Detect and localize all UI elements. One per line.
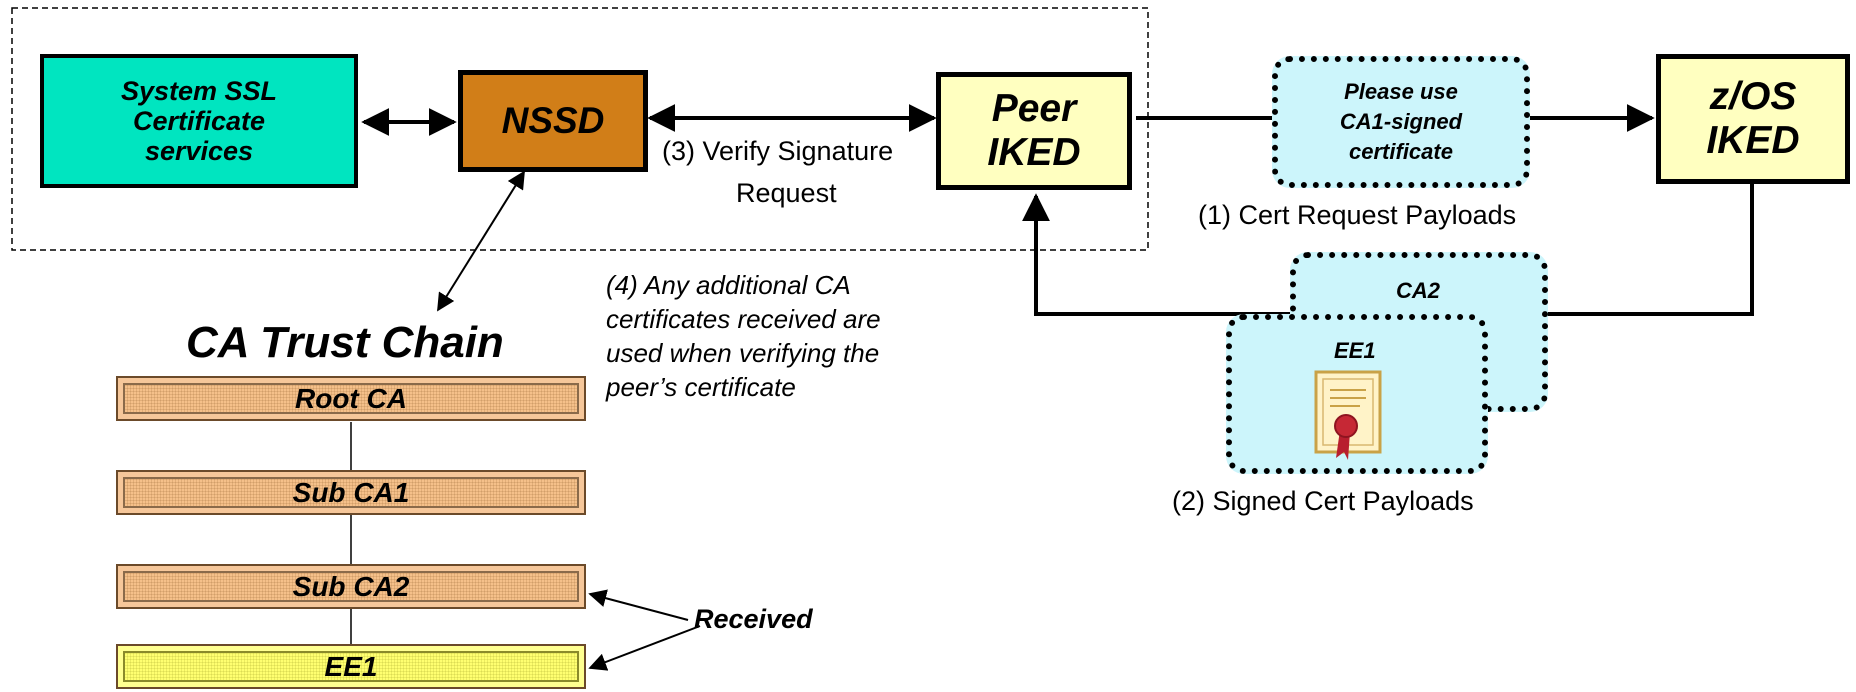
chain-sub-ca2: Sub CA2 bbox=[116, 564, 586, 609]
additional-ca-note: (4) Any additional CA certificates recei… bbox=[606, 270, 881, 402]
received-label: Received bbox=[694, 604, 813, 634]
verify-signature-label: (3) Verify Signature bbox=[662, 136, 894, 166]
nssd-label: NSSD bbox=[501, 100, 605, 141]
ee1-cert-card: EE1 bbox=[1226, 314, 1488, 474]
received-arrow-subca2 bbox=[588, 589, 689, 621]
cert-request-bubble: Please use CA1-signed certificate bbox=[1272, 56, 1530, 188]
cert-request-text: Please use CA1-signed certificate bbox=[1339, 79, 1463, 164]
chain-sub-ca2-label: Sub CA2 bbox=[292, 570, 410, 602]
cert-request-payloads-label: (1) Cert Request Payloads bbox=[1198, 200, 1517, 230]
certificate-icon bbox=[1314, 370, 1382, 460]
peer-iked-node: Peer IKED bbox=[936, 72, 1132, 190]
chain-ee1-label: EE1 bbox=[324, 650, 378, 682]
zos-iked-label: z/OS IKED bbox=[1706, 75, 1800, 162]
ca2-card-title: CA2 bbox=[1396, 278, 1441, 303]
system-ssl-label: System SSL Certificate services bbox=[120, 76, 278, 166]
chain-sub-ca1: Sub CA1 bbox=[116, 470, 586, 515]
chain-sub-ca1-label: Sub CA1 bbox=[292, 476, 410, 508]
system-ssl-node: System SSL Certificate services bbox=[40, 54, 358, 188]
chain-root-ca: Root CA bbox=[116, 376, 586, 421]
signed-cert-path bbox=[1540, 180, 1754, 316]
request-label: Request bbox=[736, 178, 837, 208]
peer-iked-label: Peer IKED bbox=[987, 87, 1081, 174]
nssd-node: NSSD bbox=[458, 70, 648, 172]
ee1-card-title: EE1 bbox=[1334, 338, 1376, 363]
signed-cert-payloads-label: (2) Signed Cert Payloads bbox=[1172, 486, 1474, 516]
received-arrow-ee1 bbox=[588, 625, 701, 671]
chain-ee1: EE1 bbox=[116, 644, 586, 689]
system-boundary bbox=[11, 7, 1149, 251]
zos-iked-node: z/OS IKED bbox=[1656, 54, 1850, 184]
nssd-chain-arrow bbox=[437, 170, 525, 312]
chain-root-ca-label: Root CA bbox=[295, 382, 407, 414]
trust-chain-title: CA Trust Chain bbox=[186, 318, 504, 367]
signed-cert-arrow bbox=[1022, 193, 1290, 316]
